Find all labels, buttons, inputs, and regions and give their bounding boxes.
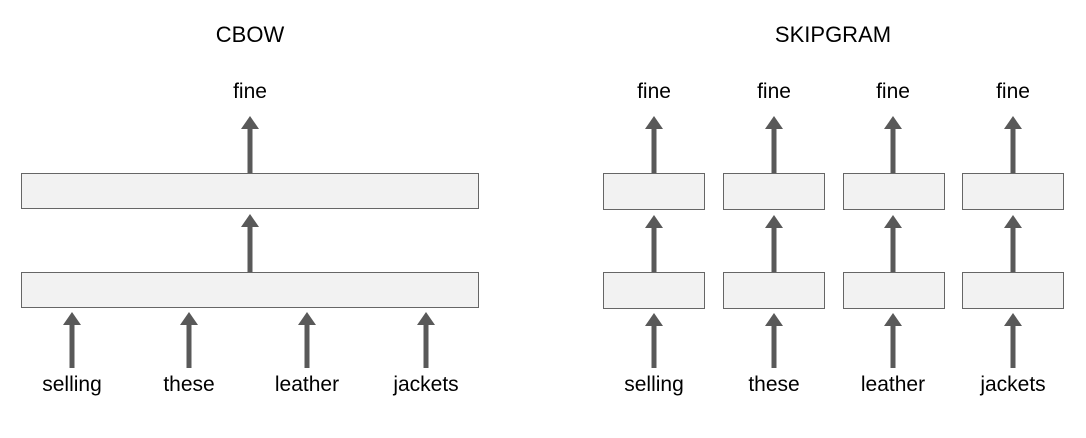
arrow-glyph: [180, 312, 198, 368]
arrow-glyph: [765, 116, 783, 173]
skipgram-hidden-to-output-arrow-4: [1004, 215, 1022, 272]
cbow-output-label-1: fine: [233, 80, 267, 103]
arrow-svg: [241, 116, 259, 173]
skipgram-output-arrow-1: [645, 116, 663, 173]
arrow-glyph: [1004, 313, 1022, 368]
cbow-hidden-to-output-arrow: [241, 214, 259, 272]
arrow-svg: [298, 312, 316, 368]
skipgram-output-layer-1: [603, 173, 705, 210]
arrow-glyph: [241, 214, 259, 272]
skipgram-output-arrow-4: [1004, 116, 1022, 173]
cbow-hidden-layer: [21, 272, 479, 308]
skipgram-input-arrow-jackets: [1004, 313, 1022, 368]
cbow-output-arrow: [241, 116, 259, 173]
arrow-glyph: [884, 215, 902, 272]
cbow-input-label-3: leather: [274, 373, 340, 396]
cbow-input-arrow-selling: [63, 312, 81, 368]
skipgram-input-arrow-these: [765, 313, 783, 368]
arrow-glyph: [298, 312, 316, 368]
cbow-input-arrow-these: [180, 312, 198, 368]
skipgram-input-label-3: leather: [860, 373, 926, 396]
skipgram-output-label-2: fine: [757, 80, 791, 103]
cbow-input-label-2: these: [163, 373, 215, 396]
skipgram-input-arrow-selling: [645, 313, 663, 368]
skipgram-output-layer-3: [843, 173, 945, 210]
arrow-svg: [180, 312, 198, 368]
arrow-svg: [645, 313, 663, 368]
skipgram-input-label-1: selling: [624, 373, 684, 396]
skipgram-output-label-4: fine: [996, 80, 1030, 103]
cbow-input-arrow-leather: [298, 312, 316, 368]
skipgram-output-arrow-2: [765, 116, 783, 173]
arrow-glyph: [241, 116, 259, 173]
arrow-glyph: [884, 313, 902, 368]
arrow-glyph: [63, 312, 81, 368]
skipgram-input-arrow-leather: [884, 313, 902, 368]
arrow-svg: [417, 312, 435, 368]
arrow-glyph: [765, 215, 783, 272]
skipgram-hidden-to-output-arrow-1: [645, 215, 663, 272]
arrow-svg: [63, 312, 81, 368]
skipgram-input-label-2: these: [748, 373, 800, 396]
arrow-svg: [241, 214, 259, 272]
skipgram-hidden-layer-2: [723, 272, 825, 309]
arrow-glyph: [645, 215, 663, 272]
arrow-svg: [1004, 313, 1022, 368]
cbow-input-label-1: selling: [42, 373, 102, 396]
cbow-input-arrow-jackets: [417, 312, 435, 368]
arrow-svg: [884, 116, 902, 173]
arrow-svg: [765, 116, 783, 173]
skipgram-output-label-3: fine: [876, 80, 910, 103]
cbow-input-label-4: jackets: [393, 373, 459, 396]
arrow-glyph: [417, 312, 435, 368]
arrow-svg: [645, 215, 663, 272]
arrow-glyph: [645, 116, 663, 173]
skipgram-hidden-layer-4: [962, 272, 1064, 309]
skipgram-title: SKIPGRAM: [774, 22, 892, 47]
arrow-svg: [765, 313, 783, 368]
arrow-glyph: [1004, 116, 1022, 173]
arrow-svg: [1004, 215, 1022, 272]
arrow-svg: [1004, 116, 1022, 173]
arrow-svg: [884, 313, 902, 368]
skipgram-hidden-to-output-arrow-2: [765, 215, 783, 272]
skipgram-output-layer-2: [723, 173, 825, 210]
arrow-svg: [884, 215, 902, 272]
arrow-glyph: [765, 313, 783, 368]
arrow-glyph: [1004, 215, 1022, 272]
arrow-svg: [645, 116, 663, 173]
arrow-glyph: [884, 116, 902, 173]
cbow-title: CBOW: [215, 22, 285, 47]
skipgram-hidden-layer-1: [603, 272, 705, 309]
skipgram-input-label-4: jackets: [980, 373, 1046, 396]
skipgram-hidden-layer-3: [843, 272, 945, 309]
skipgram-output-layer-4: [962, 173, 1064, 210]
skipgram-output-arrow-3: [884, 116, 902, 173]
arrow-glyph: [645, 313, 663, 368]
cbow-output-layer: [21, 173, 479, 209]
skipgram-output-label-1: fine: [637, 80, 671, 103]
skipgram-hidden-to-output-arrow-3: [884, 215, 902, 272]
arrow-svg: [765, 215, 783, 272]
